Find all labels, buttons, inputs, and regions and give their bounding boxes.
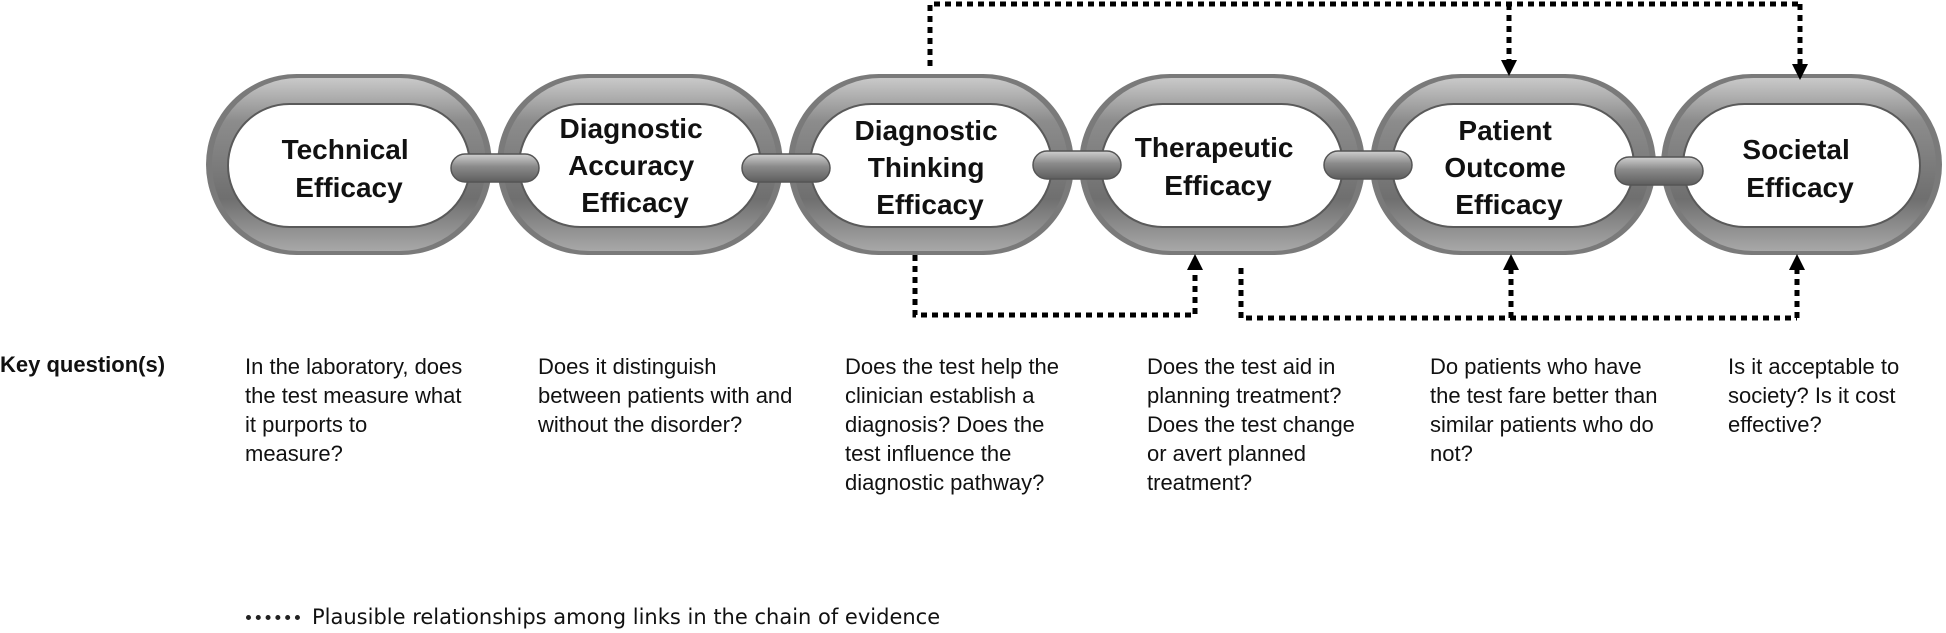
chain-connector	[450, 153, 540, 183]
link-title-diagnostic-accuracy-efficacy: Diagnostic Accuracy Efficacy	[560, 113, 711, 218]
key-question-therapeutic: Does the test aid in planning treatment?…	[1147, 354, 1355, 495]
legend: Plausible relationships among links in t…	[246, 604, 940, 630]
key-question-diagnostic-accuracy: Does it distinguish between patients wit…	[538, 354, 793, 437]
dotted-line-swatch	[246, 614, 300, 620]
link-title-diagnostic-thinking-efficacy: Diagnostic Thinking Efficacy	[855, 115, 1006, 220]
chain-link-societal-efficacy	[1661, 74, 1942, 255]
chain-link-diagnostic-thinking-efficacy	[788, 74, 1074, 255]
link-title-patient-outcome-efficacy: Patient Outcome Efficacy	[1444, 115, 1573, 220]
chain-link-therapeutic-efficacy	[1079, 74, 1365, 255]
link-title-societal-efficacy: Societal Efficacy	[1742, 134, 1857, 203]
link-title-therapeutic-efficacy: Therapeutic Efficacy	[1135, 132, 1301, 201]
chain-connector	[741, 153, 831, 183]
legend-text: Plausible relationships among links in t…	[312, 605, 941, 629]
chain-connector	[1323, 150, 1413, 180]
key-question-societal: Is it acceptable to society? Is it cost …	[1728, 354, 1900, 437]
relationship-arrow-to-therapeutic	[912, 253, 1204, 318]
key-question-technical: In the laboratory, does the test measure…	[245, 354, 463, 466]
key-question-diagnostic-thinking: Does the test help the clinician establi…	[845, 354, 1060, 495]
link-title-technical-efficacy: Technical Efficacy	[282, 134, 417, 203]
chain-link-technical-efficacy	[206, 74, 492, 255]
chain-link-patient-outcome-efficacy	[1370, 74, 1656, 255]
chain-connector	[1614, 156, 1704, 186]
chain-link-diagnostic-accuracy-efficacy	[497, 74, 783, 255]
bottom-relationship-line	[1238, 268, 1797, 321]
top-relationship-line	[927, 1, 1800, 66]
key-question-patient-outcome: Do patients who have the test fare bette…	[1430, 354, 1658, 466]
chain-connector	[1032, 150, 1122, 180]
key-questions-label: Key question(s)	[0, 352, 166, 377]
